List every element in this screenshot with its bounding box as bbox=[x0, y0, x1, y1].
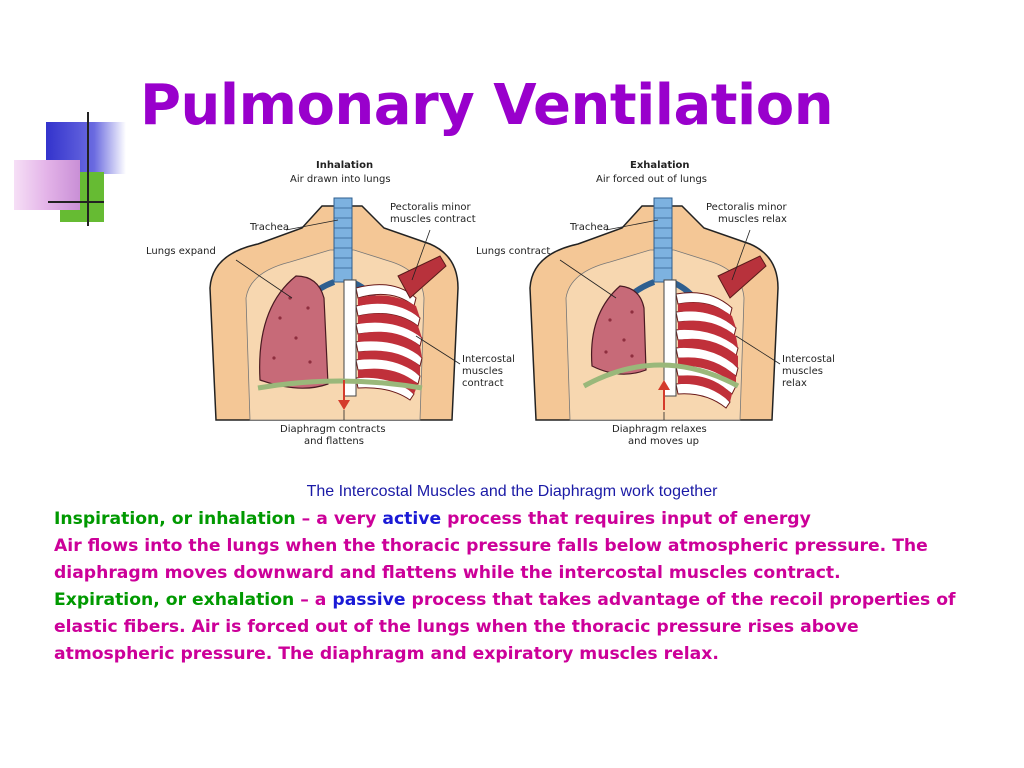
inhalation-diaphragm-label-1: Diaphragm contracts bbox=[280, 424, 386, 435]
exhalation-panel: Exhalation Air forced out of lungs Trach… bbox=[476, 160, 835, 447]
inspiration-dash: – a very bbox=[295, 509, 383, 529]
corner-decoration bbox=[0, 0, 140, 240]
inhalation-pectoralis-label-1: Pectoralis minor bbox=[390, 202, 472, 213]
exhalation-trachea-label: Trachea bbox=[569, 222, 609, 233]
exhalation-pectoralis-label-2: muscles relax bbox=[718, 214, 787, 225]
inhalation-intercostal-label-2: muscles bbox=[462, 366, 503, 377]
inhalation-heading: Inhalation bbox=[316, 160, 373, 171]
active-keyword: active bbox=[382, 509, 442, 529]
expiration-paragraph: Expiration, or exhalation – a passive pr… bbox=[54, 587, 984, 668]
inspiration-paragraph: Inspiration, or inhalation – a very acti… bbox=[54, 506, 984, 533]
exhalation-intercostal-label-2: muscles bbox=[782, 366, 823, 377]
exhalation-heading: Exhalation bbox=[630, 160, 690, 171]
exhalation-intercostal-label-1: Intercostal bbox=[782, 354, 835, 365]
inhalation-pectoralis-label-2: muscles contract bbox=[390, 214, 476, 225]
passive-keyword: passive bbox=[332, 590, 406, 610]
exhalation-lungs-label: Lungs contract bbox=[476, 246, 550, 257]
inspiration-rest: process that requires input of energy bbox=[441, 509, 811, 529]
slide-title: Pulmonary Ventilation bbox=[140, 73, 834, 138]
inhalation-panel: Inhalation Air drawn into lungs Trachea … bbox=[146, 160, 515, 447]
inhalation-diaphragm-label-2: and flattens bbox=[304, 436, 364, 447]
expiration-term: Expiration, or exhalation bbox=[54, 590, 295, 610]
inhalation-trachea-label: Trachea bbox=[249, 222, 289, 233]
inspiration-detail: Air flows into the lungs when the thorac… bbox=[54, 536, 928, 583]
inhalation-intercostal-label-1: Intercostal bbox=[462, 354, 515, 365]
exhalation-diaphragm-label-1: Diaphragm relaxes bbox=[612, 424, 707, 435]
inhalation-subheading: Air drawn into lungs bbox=[290, 174, 391, 185]
figure-caption: The Intercostal Muscles and the Diaphrag… bbox=[306, 483, 718, 500]
expiration-dash: – a bbox=[294, 590, 333, 610]
exhalation-subheading: Air forced out of lungs bbox=[596, 174, 707, 185]
inhalation-lungs-label: Lungs expand bbox=[146, 246, 216, 257]
slide-body: Inspiration, or inhalation – a very acti… bbox=[54, 506, 984, 668]
inhalation-intercostal-label-3: contract bbox=[462, 378, 504, 389]
exhalation-intercostal-label-3: relax bbox=[782, 378, 807, 389]
exhalation-diaphragm-label-2: and moves up bbox=[628, 436, 699, 447]
inspiration-term: Inspiration, or inhalation bbox=[54, 509, 296, 529]
expiration-rest: process that takes advantage of the reco… bbox=[54, 590, 956, 664]
ventilation-diagram: Inhalation Air drawn into lungs Trachea … bbox=[140, 148, 960, 450]
exhalation-pectoralis-label-1: Pectoralis minor bbox=[706, 202, 788, 213]
